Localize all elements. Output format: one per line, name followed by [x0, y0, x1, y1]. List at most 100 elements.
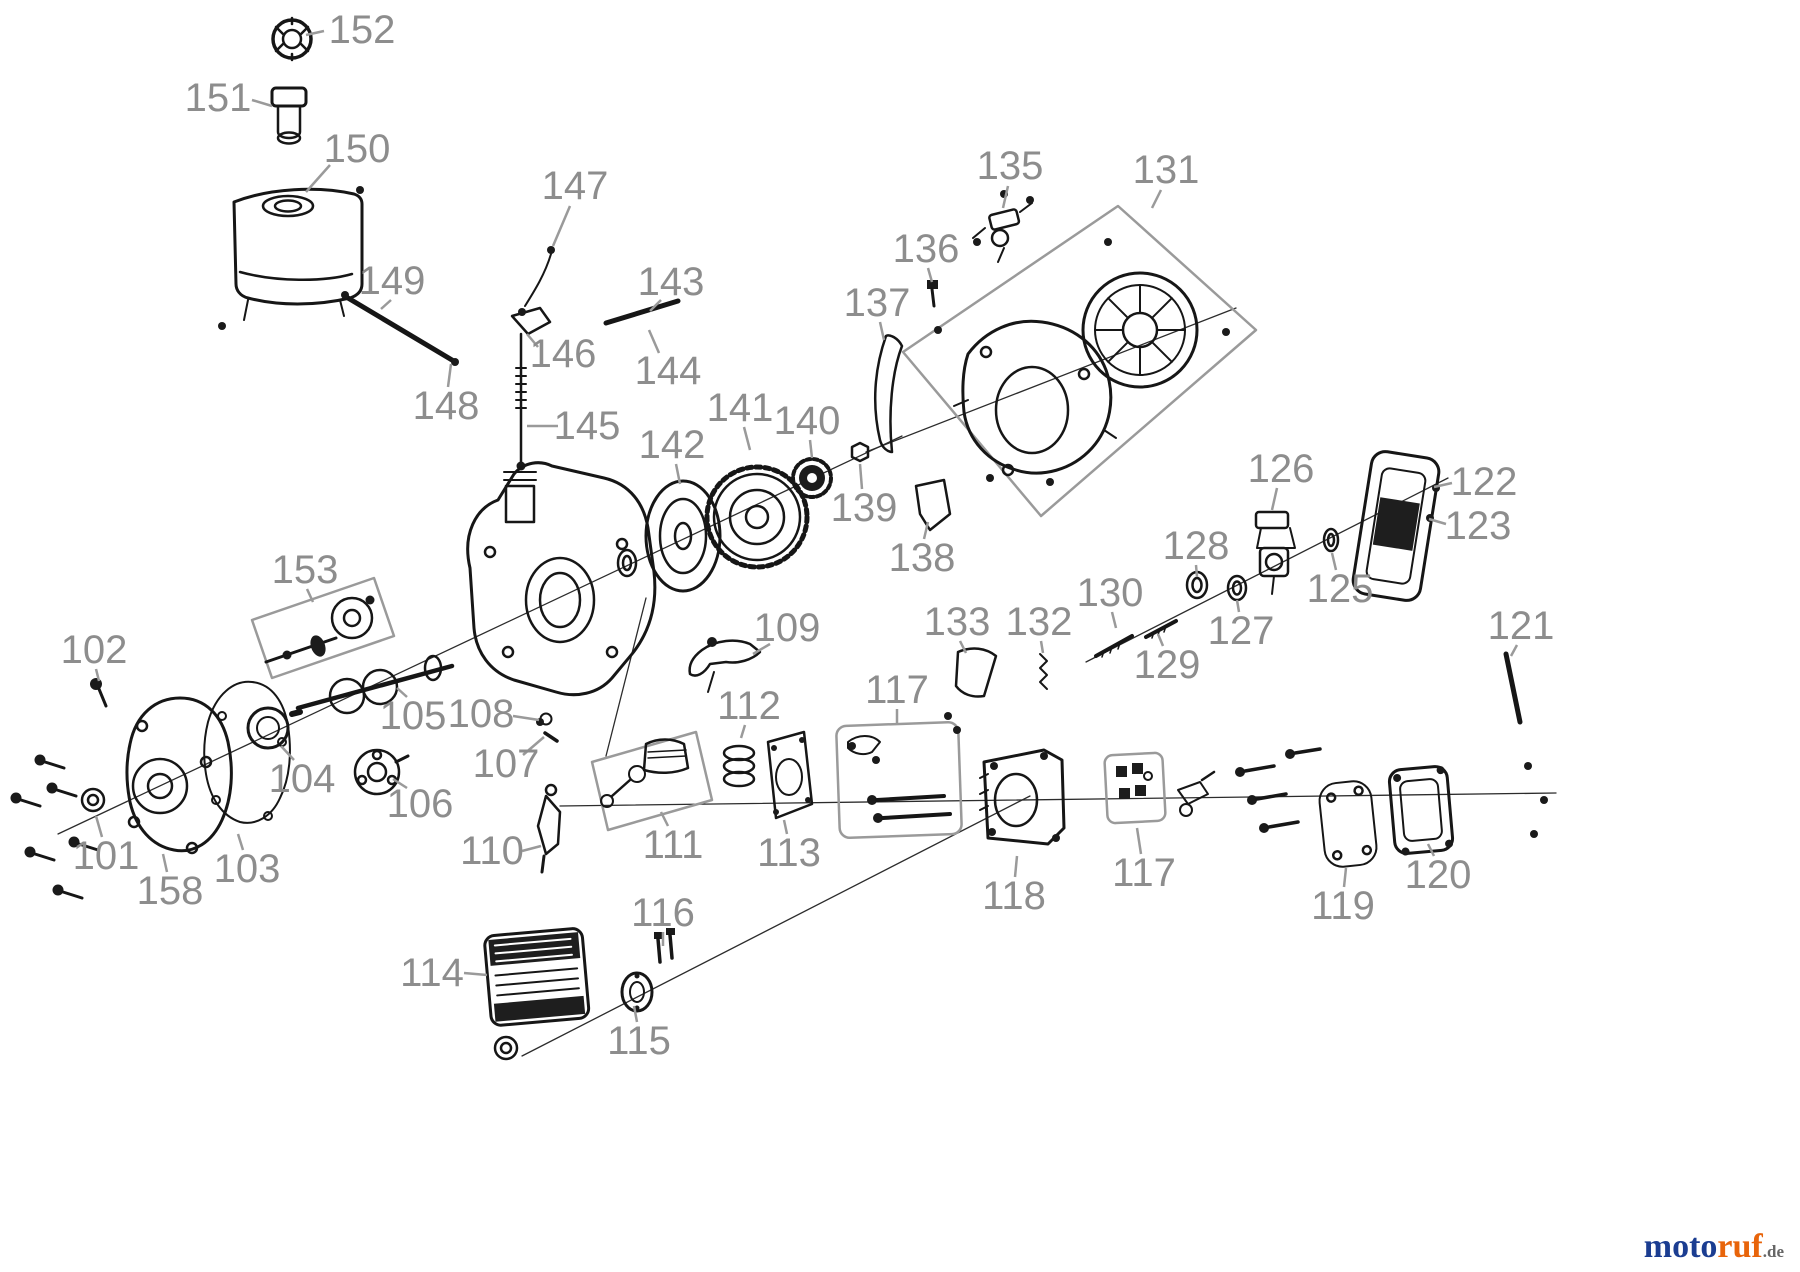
leader-line-108	[512, 714, 540, 722]
leader-line-151	[251, 98, 273, 108]
group-box-111	[590, 730, 714, 832]
leader-line-119	[1342, 867, 1348, 888]
leader-line-110	[521, 844, 542, 853]
leader-line-126	[1270, 487, 1279, 511]
leader-line-131	[1150, 189, 1163, 209]
leader-line-104	[280, 745, 295, 761]
leader-line-153	[305, 588, 315, 603]
exhaust-flange	[620, 971, 654, 1013]
flywheel-fan	[1081, 271, 1199, 389]
logo-moto: moto	[1643, 1228, 1718, 1265]
exhaust-outlet	[493, 1035, 519, 1061]
plate-133	[954, 647, 998, 698]
leader-line-129	[1156, 633, 1165, 647]
leader-line-121	[1509, 644, 1519, 657]
rocker-arms-valve	[1177, 770, 1216, 817]
piston-rings	[722, 744, 756, 788]
crankcase-cover	[125, 696, 233, 855]
pin-107	[543, 731, 559, 743]
leader-line-102	[94, 668, 101, 682]
washer-101	[80, 787, 106, 813]
governor-arm	[688, 637, 762, 693]
leader-line-125	[1330, 552, 1338, 571]
valve-cover-120	[1387, 765, 1455, 856]
fuel-tank	[232, 187, 364, 321]
leader-line-128	[1194, 564, 1199, 578]
leader-line-140	[808, 439, 814, 459]
cylinder-118	[979, 748, 1066, 846]
group-box-117-top	[835, 720, 963, 840]
cover-gasket-119	[1318, 780, 1378, 868]
bolt-136	[927, 280, 938, 308]
motoruf-logo[interactable]: motoruf.de	[1644, 1230, 1784, 1264]
leader-line-158	[161, 853, 169, 873]
leader-line-105	[396, 687, 408, 698]
leader-line-146	[526, 333, 539, 348]
leader-line-113	[782, 819, 789, 835]
spring-132	[1039, 653, 1048, 690]
leader-line-150	[305, 164, 331, 193]
gasket-125	[1322, 527, 1340, 553]
pinion-gear	[791, 457, 833, 499]
cylinder-gasket-113	[766, 730, 814, 820]
tappets-117	[1116, 763, 1153, 799]
group-box-153	[250, 576, 396, 680]
leader-line-130	[1110, 611, 1118, 629]
blower-housing	[953, 319, 1117, 477]
leader-line-148	[446, 363, 453, 388]
oil-seal	[616, 548, 638, 578]
bearing-104	[246, 706, 290, 750]
brake-lever	[536, 783, 562, 874]
camshaft-assembly	[264, 595, 375, 664]
leader-line-147	[551, 205, 572, 247]
cover-bolts	[10, 754, 100, 900]
logo-de: .de	[1762, 1242, 1784, 1261]
leader-line-103	[236, 833, 245, 851]
governor-linkage	[510, 253, 552, 471]
leader-line-136	[926, 267, 934, 283]
leader-line-138	[922, 521, 930, 540]
rod-121	[1503, 651, 1523, 725]
leader-line-137	[878, 321, 886, 341]
leader-line-143	[649, 299, 662, 312]
rocker-and-bolts-117	[847, 735, 952, 823]
group-box-117-bottom	[1103, 751, 1167, 825]
bolt-dots	[218, 186, 1548, 838]
head-bolts	[1235, 747, 1322, 833]
leader-line-133	[958, 640, 968, 654]
leader-line-144	[647, 329, 661, 354]
leader-line-106	[392, 777, 408, 790]
leader-line-115	[632, 1005, 639, 1023]
governor-gear	[353, 748, 410, 796]
throttle-rod	[603, 298, 681, 326]
leader-line-112	[739, 724, 747, 739]
leader-line-123	[1428, 517, 1447, 526]
crankshaft	[289, 654, 455, 717]
stud-129	[1144, 619, 1178, 639]
stud-130	[1094, 634, 1134, 658]
leader-line-114	[463, 971, 488, 977]
bracket-138	[914, 478, 952, 532]
leader-line-135	[1001, 185, 1010, 209]
muffler-bolts	[654, 928, 675, 964]
leader-line-152	[305, 29, 325, 37]
leader-line-107	[522, 736, 545, 756]
tank-mount-rod	[345, 295, 455, 363]
leader-line-132	[1039, 640, 1045, 654]
logo-ruf: ruf	[1717, 1228, 1763, 1265]
piston-assembly	[600, 738, 690, 808]
leader-line-101	[94, 815, 104, 838]
tank-filler-neck	[270, 86, 308, 145]
leader-line-118	[1013, 855, 1019, 878]
ratchet-wheel	[704, 464, 810, 570]
leader-line-141	[742, 426, 752, 451]
shroud-bracket	[873, 334, 904, 454]
leader-line-122	[1433, 481, 1453, 489]
leader-line-109	[752, 642, 771, 656]
leader-line-111	[659, 811, 670, 827]
flange-nut	[850, 441, 870, 463]
leader-line-149	[380, 299, 392, 310]
air-cleaner	[1351, 450, 1441, 602]
